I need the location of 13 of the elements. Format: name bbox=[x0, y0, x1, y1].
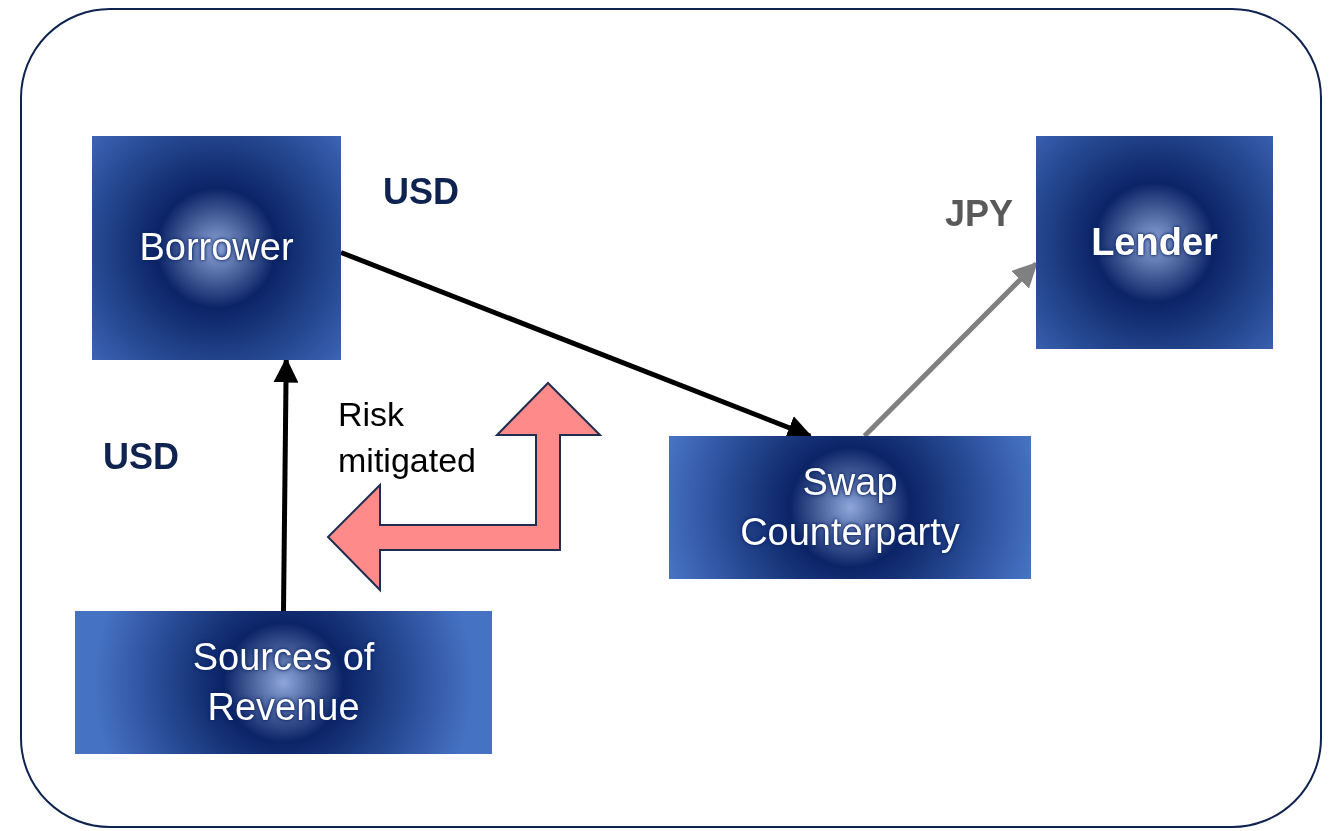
process-box bbox=[1036, 136, 1273, 349]
arrow bbox=[862, 262, 1038, 438]
note-label: Risk mitigated bbox=[338, 394, 477, 481]
process-box bbox=[92, 136, 341, 360]
box-label: Borrower bbox=[139, 225, 294, 271]
box-label: Swap Counterparty bbox=[739, 460, 961, 555]
process-box bbox=[75, 611, 492, 754]
box-label: Sources of Revenue bbox=[191, 635, 376, 730]
edge-label: USD bbox=[103, 439, 179, 475]
edge-label: USD bbox=[383, 174, 459, 210]
edge-label: JPY bbox=[945, 196, 1014, 232]
box-label: Lender bbox=[1091, 219, 1218, 265]
process-box bbox=[669, 436, 1031, 579]
